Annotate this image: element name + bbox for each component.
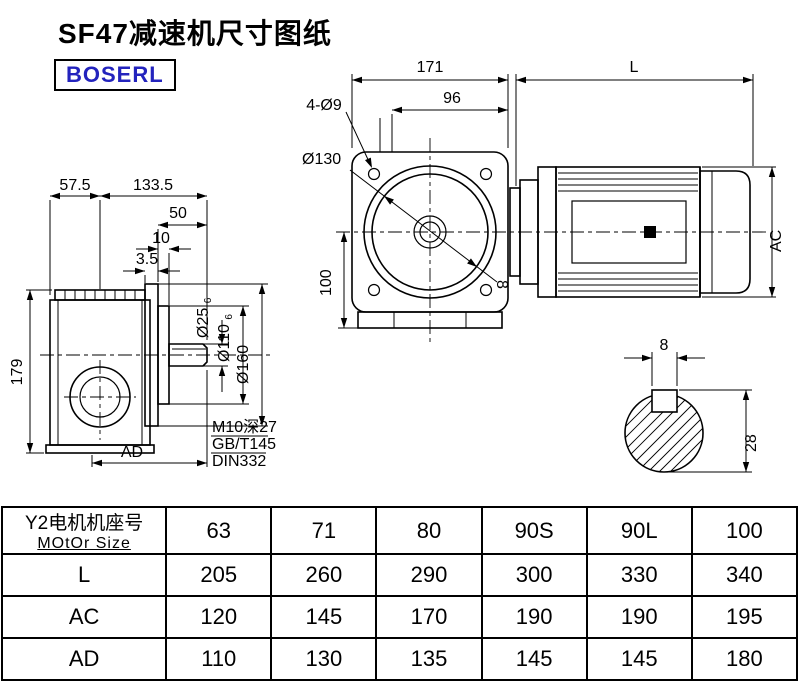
- section-hatch: [624, 393, 704, 473]
- section-depth: 28: [743, 434, 760, 452]
- page-title: SF47减速机尺寸图纸: [58, 18, 332, 49]
- table-cell: 90L: [585, 506, 693, 555]
- row-label-AC: AC: [0, 595, 168, 639]
- table-cell: 63: [165, 506, 273, 555]
- dim-50: 50: [169, 205, 187, 222]
- front-view-centerlines: [336, 138, 768, 344]
- dia-25-value: Ø25: [195, 308, 212, 338]
- table-cell: 71: [270, 506, 378, 555]
- key-8-label: 8: [493, 280, 510, 289]
- dia-25-tolerance: 6: [203, 297, 214, 303]
- shaft-section-dimensions: [624, 352, 752, 473]
- table-cell: 170: [375, 595, 483, 639]
- table-cell: 110: [165, 637, 273, 681]
- table-cell: 180: [690, 637, 799, 681]
- keyway-notch: [651, 389, 678, 413]
- table-cell: 195: [690, 595, 799, 639]
- dim-57-5: 57.5: [59, 177, 90, 194]
- row-label-L: L: [0, 553, 168, 597]
- motor-size-label-cn: Y2电机机座号: [24, 513, 144, 534]
- motor-nameplate-mark: [644, 226, 656, 238]
- holes-callout: 4-Ø9: [306, 97, 342, 114]
- shaft-section: [624, 389, 704, 473]
- table-cell: 145: [585, 637, 693, 681]
- dim-100: 100: [318, 269, 335, 296]
- top-cap-fins: [64, 290, 136, 300]
- table-cell: 135: [375, 637, 483, 681]
- table-cell: 260: [270, 553, 378, 597]
- dia-110-tolerance: 6: [224, 314, 235, 320]
- note-din-standard: DIN332: [212, 453, 266, 470]
- table-cell: 330: [585, 553, 693, 597]
- motor-dimensions: [515, 74, 776, 298]
- note-gb-standard: GB/T145: [212, 436, 276, 453]
- dim-ad: AD: [121, 444, 143, 461]
- motor-size-label-en: MOtOr Size: [37, 535, 131, 552]
- side-view-gearbox: [45, 283, 208, 454]
- dimension-table: Y2电机机座号 MOtOr Size 63 71 80 90S 90L 100 …: [0, 506, 799, 681]
- table-cell: 145: [270, 595, 378, 639]
- table-cell: 290: [375, 553, 483, 597]
- table-row-AC: AC 120 145 170 190 190 195: [0, 595, 799, 639]
- table-cell: 145: [480, 637, 588, 681]
- table-cell: 120: [165, 595, 273, 639]
- table-cell: 190: [585, 595, 693, 639]
- dim-171: 171: [417, 59, 444, 76]
- note-thread: M10深27: [212, 418, 277, 436]
- dia-160-label: Ø160: [235, 345, 252, 384]
- dia-130-label: Ø130: [302, 151, 341, 168]
- table-cell: 100: [690, 506, 799, 555]
- side-view-dimensions: [26, 192, 268, 467]
- dim-179: 179: [9, 359, 26, 386]
- dim-3-5: 3.5: [136, 251, 158, 268]
- table-cell: 80: [375, 506, 483, 555]
- brand-logo: BOSERL: [54, 59, 176, 91]
- section-key-width: 8: [660, 337, 669, 354]
- motor-fins: [558, 172, 698, 292]
- dim-L: L: [630, 59, 639, 76]
- row-label-AD: AD: [0, 637, 168, 681]
- table-row-AD: AD 110 130 135 145 145 180: [0, 637, 799, 681]
- motor-view: [509, 166, 751, 298]
- dim-AC: AC: [768, 230, 785, 252]
- table-cell: 90S: [480, 506, 588, 555]
- dia-25-label: Ø25 6: [195, 297, 214, 338]
- side-view-centerlines: [40, 354, 272, 440]
- table-cell: 190: [480, 595, 588, 639]
- dia-110-label: Ø110 6: [216, 314, 235, 362]
- motor-size-header-cell: Y2电机机座号 MOtOr Size: [0, 506, 168, 555]
- table-row-L: L 205 260 290 300 330 340: [0, 553, 799, 597]
- table-cell: 340: [690, 553, 799, 597]
- table-row-motor-size: Y2电机机座号 MOtOr Size 63 71 80 90S 90L 100: [0, 506, 799, 555]
- front-view-dimensions: [338, 74, 509, 329]
- table-cell: 205: [165, 553, 273, 597]
- dia-110-value: Ø110: [216, 324, 233, 362]
- table-cell: 130: [270, 637, 378, 681]
- technical-drawing: 179 57.5 133.5 50 10 3.5 AD Ø25 6 Ø110 6…: [9, 59, 785, 473]
- table-cell: 300: [480, 553, 588, 597]
- dim-133-5: 133.5: [133, 177, 173, 194]
- dim-96: 96: [443, 90, 461, 107]
- dim-10: 10: [152, 230, 170, 247]
